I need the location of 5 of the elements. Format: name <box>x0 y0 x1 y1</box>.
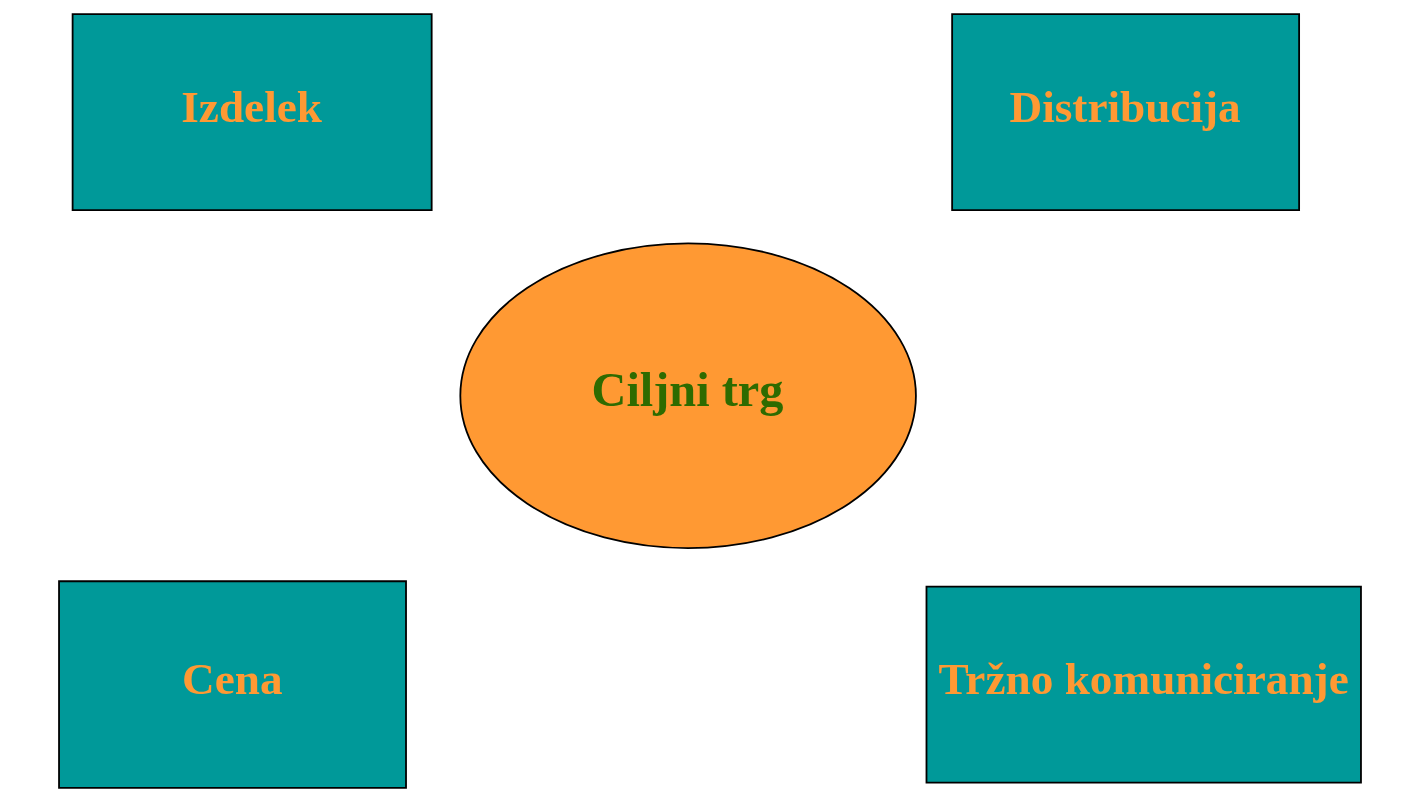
node-box: Izdelek <box>71 13 433 212</box>
node-box: Distribucija <box>951 13 1300 212</box>
node-box: Cena <box>58 580 407 789</box>
node-ellipse: Ciljni trg <box>459 242 917 549</box>
node-box: Tržno komuniciranje <box>925 585 1362 784</box>
